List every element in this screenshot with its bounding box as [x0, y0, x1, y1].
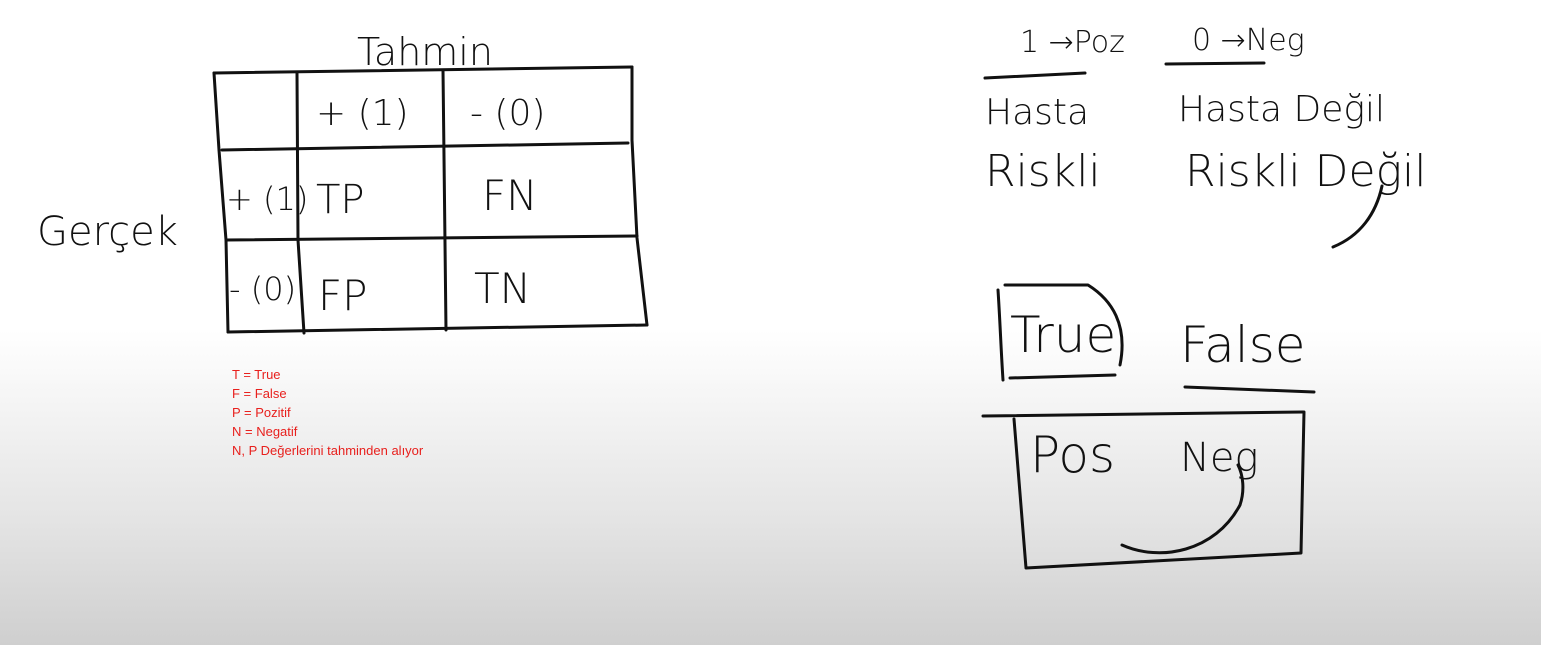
row-header-positive: + (1) — [226, 180, 309, 218]
arrow-curve-neg — [1120, 463, 1245, 555]
note-pozitif: P = Pozitif — [232, 405, 291, 420]
matrix-border-right — [630, 65, 649, 327]
col-header-positive: + (1) — [316, 93, 409, 134]
mapping-zero-neg: 0 →Neg — [1192, 23, 1305, 58]
matrix-border-bottom — [226, 323, 649, 334]
label-hasta: Hasta — [985, 92, 1090, 133]
label-pos: Pos — [1030, 426, 1116, 484]
label-riskli-degil: Riskli Değil — [1185, 146, 1427, 197]
label-riskli: Riskli — [985, 146, 1101, 197]
underline-poz — [983, 71, 1087, 80]
label-neg: Neg — [1180, 435, 1259, 481]
matrix-border-top — [212, 65, 634, 75]
note-negatif: N = Negatif — [232, 424, 298, 439]
false-underline — [1183, 385, 1316, 394]
cell-fn: FN — [482, 171, 538, 220]
label-true: True — [1010, 306, 1117, 364]
label-hasta-degil: Hasta Değil — [1178, 89, 1385, 130]
actual-label: Gerçek — [37, 209, 178, 255]
matrix-hline-1 — [220, 141, 630, 152]
mapping-one-poz: 1 →Poz — [1020, 25, 1125, 60]
legend-notes: T = True F = False P = Pozitif N = Negat… — [232, 365, 423, 460]
arrow-curve-riskli — [1331, 184, 1384, 249]
pos-neg-box — [1012, 410, 1306, 570]
divider-line — [981, 410, 1305, 418]
cell-fp: FP — [318, 271, 368, 320]
note-false: F = False — [232, 386, 287, 401]
matrix-vline-1 — [295, 71, 306, 335]
cell-tn: TN — [474, 264, 532, 313]
matrix-border-left — [212, 71, 230, 334]
underline-neg — [1164, 61, 1266, 66]
predicted-label: Tahmin — [357, 30, 493, 74]
row-header-negative: - (0) — [229, 270, 297, 308]
note-tahmin: N, P Değerlerini tahminden alıyor — [232, 443, 424, 458]
note-true: T = True — [232, 367, 281, 382]
true-box — [996, 283, 1124, 382]
col-header-negative: - (0) — [470, 93, 546, 134]
matrix-hline-2 — [224, 234, 639, 242]
matrix-vline-2 — [441, 68, 448, 332]
label-false: False — [1180, 316, 1306, 374]
cell-tp: TP — [316, 177, 365, 223]
